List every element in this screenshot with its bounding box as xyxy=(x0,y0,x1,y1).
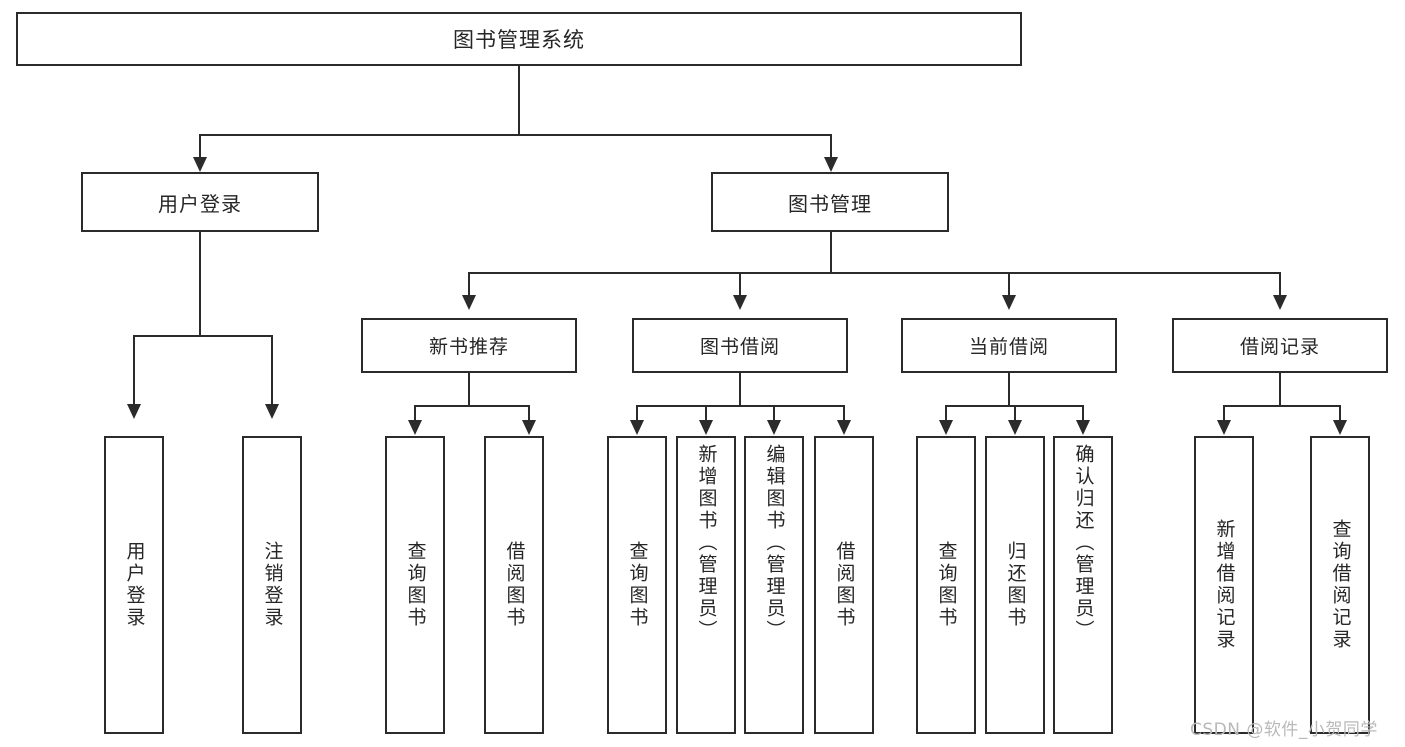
connector-bookborrow-stem xyxy=(739,373,741,406)
arrow-to-query-book-3 xyxy=(939,420,953,435)
connector-userlogin-stem xyxy=(199,232,201,336)
leaf-query-book-recommend[interactable]: 查询图书 xyxy=(385,436,445,734)
node-current-borrow[interactable]: 当前借阅 xyxy=(901,318,1117,373)
connector-bookborrow-drop-2 xyxy=(773,405,775,421)
leaf-label: 借阅图书 xyxy=(833,541,856,629)
node-label: 图书管理 xyxy=(788,191,872,216)
leaf-label: 借阅图书 xyxy=(503,541,526,629)
watermark-text: CSDN @软件_小贺同学 xyxy=(1190,720,1378,740)
leaf-logout[interactable]: 注销登录 xyxy=(242,436,302,734)
connector-bookborrow-drop-1 xyxy=(705,405,707,421)
leaf-borrow-book-recommend[interactable]: 借阅图书 xyxy=(484,436,544,734)
connector-bookmanage-drop-0 xyxy=(468,272,470,296)
arrow-to-new-book xyxy=(462,295,476,310)
arrow-to-current-borrow xyxy=(1002,295,1016,310)
arrow-to-confirm-return xyxy=(1076,420,1090,435)
connector-root-drop-0 xyxy=(199,134,201,158)
leaf-user-login[interactable]: 用户登录 xyxy=(104,436,164,734)
connector-bookmanage-drop-3 xyxy=(1279,272,1281,296)
connector-borrowrecord-drop-0 xyxy=(1223,405,1225,421)
node-label: 图书借阅 xyxy=(699,336,780,358)
leaf-label: 查询图书 xyxy=(626,541,649,629)
connector-newbook-stem xyxy=(468,373,470,406)
leaf-label: 归还图书 xyxy=(1004,541,1027,629)
arrow-to-edit-book xyxy=(767,420,781,435)
leaf-label: 新增图书（管理员） xyxy=(695,444,718,642)
node-borrow-record[interactable]: 借阅记录 xyxy=(1172,318,1388,373)
leaf-return-book[interactable]: 归还图书 xyxy=(985,436,1045,734)
node-label: 用户登录 xyxy=(158,191,242,216)
connector-bookborrow-bus xyxy=(636,405,843,407)
arrow-to-book-borrow xyxy=(733,295,747,310)
csdn-watermark: CSDN @软件_小贺同学 xyxy=(1190,715,1378,740)
connector-bookmanage-drop-1 xyxy=(739,272,741,296)
arrow-to-user-login xyxy=(193,157,207,172)
connector-userlogin-bus xyxy=(133,335,273,337)
connector-borrowrecord-stem xyxy=(1279,373,1281,406)
arrow-to-return-book xyxy=(1008,420,1022,435)
connector-bookmanage-stem xyxy=(830,232,832,273)
leaf-label: 新增借阅记录 xyxy=(1213,519,1236,651)
leaf-borrow-book[interactable]: 借阅图书 xyxy=(814,436,874,734)
arrow-to-add-record xyxy=(1217,420,1231,435)
arrow-to-borrow-book-2 xyxy=(837,420,851,435)
node-label: 新书推荐 xyxy=(428,336,509,358)
connector-newbook-bus xyxy=(414,405,530,407)
leaf-query-book-current[interactable]: 查询图书 xyxy=(916,436,976,734)
leaf-label: 注销登录 xyxy=(261,541,284,629)
connector-bookborrow-drop-0 xyxy=(636,405,638,421)
node-label: 当前借阅 xyxy=(968,336,1049,358)
leaf-query-book-borrow[interactable]: 查询图书 xyxy=(607,436,667,734)
connector-root-stem xyxy=(518,66,520,135)
connector-userlogin-drop-0 xyxy=(133,335,135,405)
leaf-label: 查询借阅记录 xyxy=(1329,519,1352,651)
arrow-to-query-record xyxy=(1333,420,1347,435)
arrow-to-user-login-leaf xyxy=(127,404,141,419)
node-root-system[interactable]: 图书管理系统 xyxy=(16,12,1022,66)
connector-borrowrecord-drop-1 xyxy=(1339,405,1341,421)
node-label: 借阅记录 xyxy=(1239,336,1320,358)
connector-bookmanage-bus xyxy=(468,272,1280,274)
leaf-label: 编辑图书（管理员） xyxy=(763,444,786,642)
arrow-to-logout-leaf xyxy=(265,404,279,419)
node-label: 图书管理系统 xyxy=(453,28,585,52)
connector-bookmanage-drop-2 xyxy=(1008,272,1010,296)
connector-root-bus xyxy=(199,134,831,136)
connector-currentborrow-drop-1 xyxy=(1014,405,1016,421)
leaf-confirm-return-admin[interactable]: 确认归还（管理员） xyxy=(1053,436,1113,734)
arrow-to-add-book xyxy=(699,420,713,435)
node-user-login[interactable]: 用户登录 xyxy=(81,172,319,232)
connector-currentborrow-stem xyxy=(1008,373,1010,406)
leaf-add-borrow-record[interactable]: 新增借阅记录 xyxy=(1194,436,1254,734)
connector-userlogin-drop-1 xyxy=(271,335,273,405)
leaf-label: 用户登录 xyxy=(123,541,146,629)
connector-newbook-drop-0 xyxy=(414,405,416,421)
arrow-to-query-book-2 xyxy=(630,420,644,435)
connector-currentborrow-drop-0 xyxy=(945,405,947,421)
connector-currentborrow-drop-2 xyxy=(1082,405,1084,421)
node-book-borrow[interactable]: 图书借阅 xyxy=(632,318,848,373)
leaf-query-borrow-record[interactable]: 查询借阅记录 xyxy=(1310,436,1370,734)
leaf-label: 确认归还（管理员） xyxy=(1072,444,1095,642)
connector-root-drop-1 xyxy=(830,134,832,158)
leaf-label: 查询图书 xyxy=(404,541,427,629)
node-new-book-recommend[interactable]: 新书推荐 xyxy=(361,318,577,373)
leaf-add-book-admin[interactable]: 新增图书（管理员） xyxy=(676,436,736,734)
arrow-to-query-book-1 xyxy=(408,420,422,435)
connector-bookborrow-drop-3 xyxy=(843,405,845,421)
node-book-manage[interactable]: 图书管理 xyxy=(711,172,949,232)
leaf-edit-book-admin[interactable]: 编辑图书（管理员） xyxy=(744,436,804,734)
connector-borrowrecord-bus xyxy=(1223,405,1341,407)
arrow-to-borrow-book-1 xyxy=(522,420,536,435)
arrow-to-borrow-record xyxy=(1273,295,1287,310)
arrow-to-book-manage xyxy=(824,157,838,172)
leaf-label: 查询图书 xyxy=(935,541,958,629)
connector-newbook-drop-1 xyxy=(528,405,530,421)
